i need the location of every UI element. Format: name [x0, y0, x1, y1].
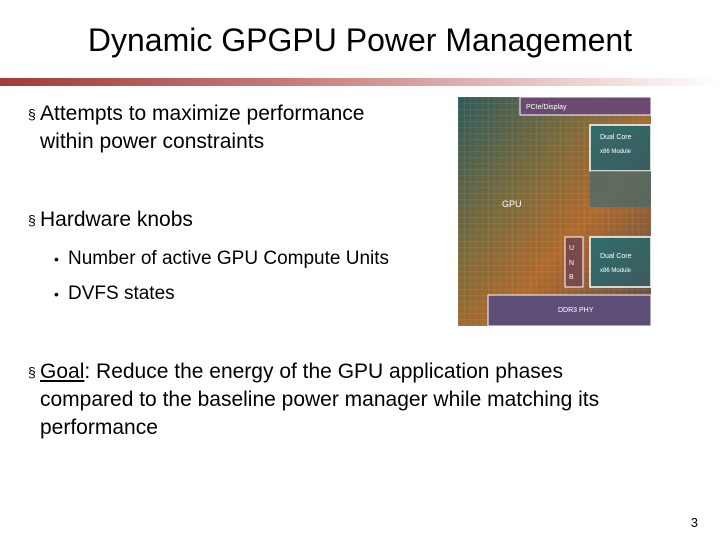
unb-u-label: U [569, 245, 574, 252]
unb-b-label: B [569, 274, 574, 281]
ddr-label: DDR3 PHY [558, 307, 594, 314]
slide-title: Dynamic GPGPU Power Management [87, 22, 633, 58]
sub-bullet-marker: • [54, 251, 59, 267]
bullet-3-line-1: Goal: Reduce the energy of the GPU appli… [40, 358, 599, 386]
sub-bullet-1-text: Number of active GPU Compute Units [68, 248, 390, 269]
bullet-2-line-1: Hardware knobs [40, 208, 193, 231]
title-divider [0, 78, 720, 86]
bullet-marker: § [28, 212, 36, 228]
bullet-2: § Hardware knobs [28, 206, 193, 234]
bullet-3: § Goal: Reduce the energy of the GPU app… [28, 358, 600, 442]
gpu-label: GPU [502, 199, 522, 209]
unb-n-label: N [569, 260, 574, 267]
bullet-3-line-2: compared to the baseline power manager w… [40, 388, 600, 411]
goal-label: Goal [40, 360, 85, 383]
bullet-1-line-1: Attempts to maximize performance [40, 102, 365, 125]
core2-label: Dual Core [600, 253, 632, 260]
bullet-marker: § [28, 364, 36, 380]
core1-sub-label: x86 Module [600, 149, 632, 155]
slide-number: 3 [690, 515, 698, 530]
core2-sub-label: x86 Module [600, 268, 632, 274]
goal-text: : Reduce the energy of the GPU applicati… [84, 360, 563, 383]
bullet-1: § Attempts to maximize performance withi… [28, 100, 365, 156]
sub-bullet-1: • Number of active GPU Compute Units [54, 246, 390, 272]
core1-label: Dual Core [600, 134, 632, 141]
apu-die-image: PCIe/Display Dual Core x86 Module GPU U … [458, 97, 651, 326]
pcie-label: PCIe/Display [526, 104, 567, 111]
sub-bullet-2-text: DVFS states [68, 283, 175, 304]
bullet-3-line-3: performance [40, 416, 158, 439]
sub-bullet-2: • DVFS states [54, 281, 175, 307]
bullet-1-line-2: within power constraints [40, 130, 265, 153]
bullet-marker: § [28, 106, 36, 122]
sub-bullet-marker: • [54, 286, 59, 302]
